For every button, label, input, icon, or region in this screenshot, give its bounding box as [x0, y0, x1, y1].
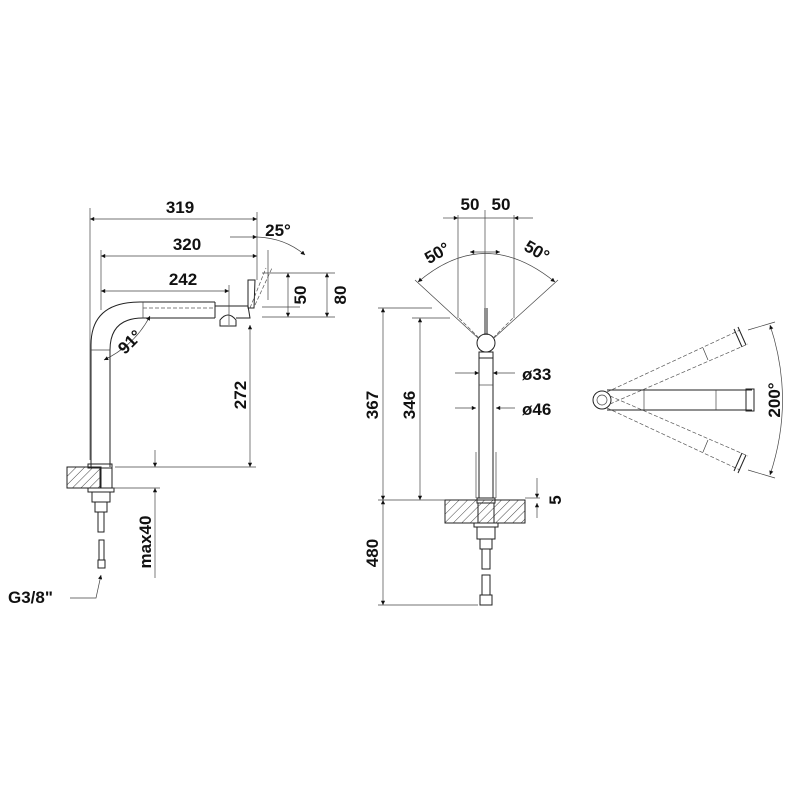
- dim-50-degrees-left: 50°: [421, 238, 453, 267]
- dim-diameter-46: ø46: [522, 400, 551, 419]
- side-view: 319 320 242 25° 50 80 91° 272 max40 G3/8…: [8, 198, 350, 607]
- dim-50-left: 50: [461, 195, 480, 214]
- dim-50: 50: [291, 286, 310, 305]
- dim-91-degrees: 91°: [114, 326, 146, 358]
- dim-5: 5: [546, 495, 565, 504]
- dim-319: 319: [166, 198, 194, 217]
- dim-max40: max40: [136, 516, 155, 569]
- dim-346: 346: [400, 391, 419, 419]
- faucet-front-profile: [457, 308, 515, 499]
- dim-50-degrees-right: 50°: [521, 237, 553, 266]
- top-view: 200°: [592, 321, 784, 479]
- spout-upper-position: [606, 326, 749, 405]
- swivel-pivot: [592, 390, 612, 410]
- dim-200-degrees: 200°: [765, 382, 784, 417]
- spout-lower-position: [606, 395, 749, 474]
- countertop-section: [66, 466, 102, 489]
- mounting-shank: [473, 497, 499, 606]
- dim-25-degrees: 25°: [265, 221, 291, 240]
- dim-272: 272: [231, 381, 250, 409]
- dim-320: 320: [173, 235, 201, 254]
- dim-50-right: 50: [492, 195, 511, 214]
- dim-367: 367: [363, 391, 382, 419]
- dim-242: 242: [169, 270, 197, 289]
- spout-center-position: [607, 388, 755, 412]
- connection-thread-label: G3/8": [8, 588, 53, 607]
- front-view: 50 50 50° 50° 367 346 ø33 ø46 5 480: [363, 195, 565, 606]
- dim-diameter-33: ø33: [522, 365, 551, 384]
- faucet-side-profile: [90, 267, 273, 467]
- mounting-shank: [87, 463, 115, 569]
- dim-480: 480: [363, 539, 382, 567]
- dim-80: 80: [331, 286, 350, 305]
